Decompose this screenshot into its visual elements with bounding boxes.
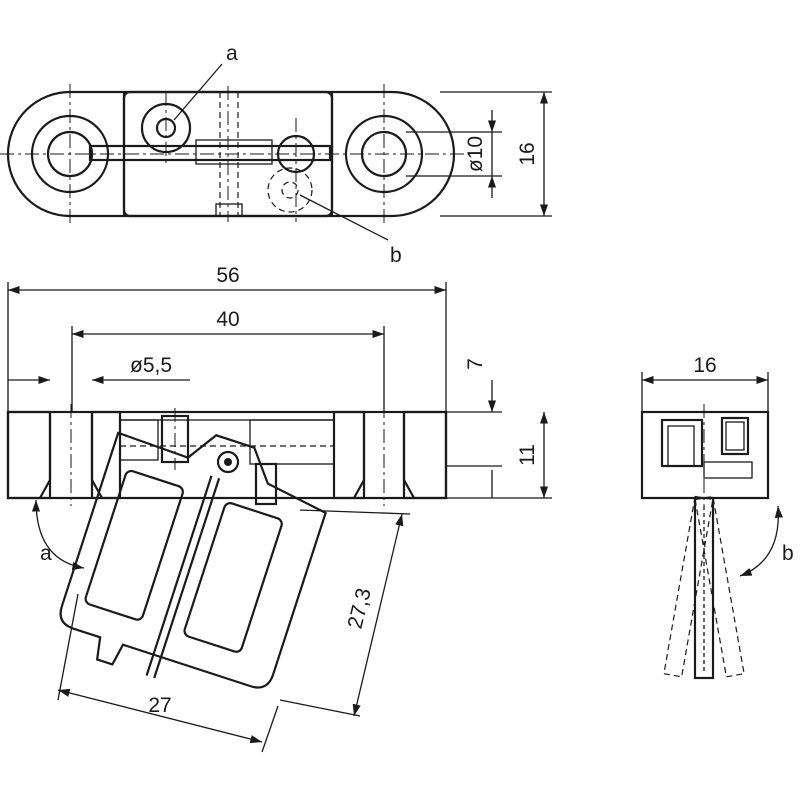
dim-diameter-5-5: ø5,5	[130, 354, 172, 377]
dim-length-40: 40	[216, 308, 239, 331]
shaft-collar	[195, 139, 273, 165]
end-view: 16 b	[640, 354, 794, 680]
callout-a-top: a	[226, 42, 238, 65]
callout-a-side: a	[40, 542, 52, 565]
handle-window-right	[183, 502, 283, 653]
swivel-handle	[59, 431, 327, 689]
dim-height-11: 11	[516, 444, 539, 466]
dim-width-16-top: 16	[516, 142, 539, 165]
dim-diameter-10: ø10	[464, 136, 487, 172]
dim-height-7: 7	[464, 358, 487, 370]
dim-width-16-end: 16	[693, 354, 716, 377]
front-section-view: 56 40 ø5,5	[6, 264, 552, 753]
handle-pivot-pin	[216, 450, 240, 474]
dim-length-56: 56	[216, 264, 239, 287]
dim-handle-27-3: 27,3	[344, 586, 376, 631]
left-eyelet-inner	[46, 130, 94, 178]
handle-window-left	[84, 469, 184, 621]
callout-b-side: b	[782, 542, 794, 565]
callout-b-top: b	[390, 244, 402, 267]
end-view-handle	[693, 496, 715, 680]
pivot-b-hidden	[267, 167, 313, 213]
shaft	[88, 144, 332, 162]
base-outline	[6, 410, 448, 500]
top-view: a b ø10 16	[0, 42, 552, 267]
dim-handle-27: 27	[148, 694, 171, 717]
